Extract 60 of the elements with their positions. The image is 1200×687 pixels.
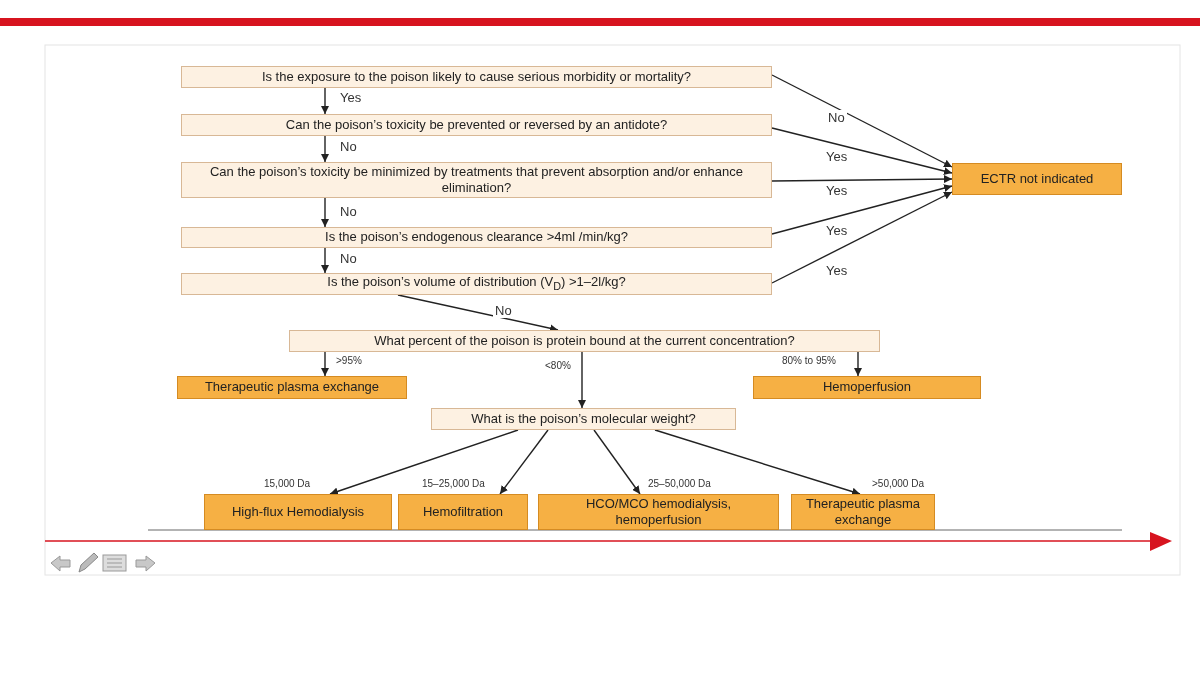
node-text: Hemoperfusion [822,379,912,396]
node-text: Is the poison’s volume of distribution (V$_{D}$) >1–2l/kg? [327,274,626,294]
edge-label: Yes [338,90,364,105]
node-text: What is the poison’s molecular weight? [471,410,696,428]
edge-label: Yes [824,183,850,198]
arrow [771,191,953,284]
arrow [321,135,329,163]
outcome-box [791,494,935,530]
arrow [771,175,953,184]
node-text: Hemofiltration [422,503,504,521]
question-box [181,114,772,136]
arrow [771,184,953,235]
outcome-box [398,494,528,530]
edge-label: 15–25,000 Da [420,478,487,489]
node-text: Therapeutic plasma exchange [204,379,380,396]
question-box [431,408,736,430]
outcome-box [177,376,407,399]
arrow [854,351,862,377]
edge-label: 80% to 95% [780,355,838,366]
question-box [181,273,772,295]
arrow [771,127,953,175]
edge-label: Yes [824,263,850,278]
arrow [321,87,329,115]
edge-label: No [338,139,359,154]
edge-label: >95% [334,355,364,366]
question-box [181,66,772,88]
arrow [329,429,519,496]
outcome-box [204,494,392,530]
arrow [321,197,329,228]
question-box [289,330,880,352]
edge-label: 15,000 Da [262,478,313,489]
edge-label: <80% [543,360,573,371]
edge-label: No [493,303,514,318]
node-text: Therapeutic plasma exchange [804,495,922,529]
edge-label: 25–50,000 Da [646,478,713,489]
edge-label: Yes [824,149,850,164]
arrow [578,351,586,409]
question-box [181,227,772,248]
arrow [499,429,549,495]
outcome-box [753,376,981,399]
edge-label: No [338,204,359,219]
outcome-box [538,494,779,530]
node-text: High-flux Hemodialysis [231,503,365,521]
edge-label: Yes [824,223,850,238]
node-text: Is the exposure to the poison likely to cause serious morbidity or mortality? [261,68,692,86]
edge-label: >50,000 Da [870,478,926,489]
node-text: Can the poison’s toxicity be prevented or reversed by an antidote? [285,116,668,134]
node-text: HCO/MCO hemodialysis, hemoperfusion [584,495,733,529]
edge-label: No [826,110,847,125]
node-text: What percent of the poison is protein bound at the current concentration? [374,332,795,350]
node-text: ECTR not indicated [980,170,1094,188]
node-text: Can the poison’s toxicity be minimized by treatments that prevent absorption and/or enhance elimination? [208,163,745,197]
edge-label: No [338,251,359,266]
arrow [654,429,861,496]
outcome-box [952,163,1122,195]
arrow [771,74,953,168]
arrow [593,429,641,495]
arrow [321,247,329,274]
node-text: Is the poison’s endogenous clearance >4ml /min/kg? [325,229,628,246]
arrow [321,351,329,377]
